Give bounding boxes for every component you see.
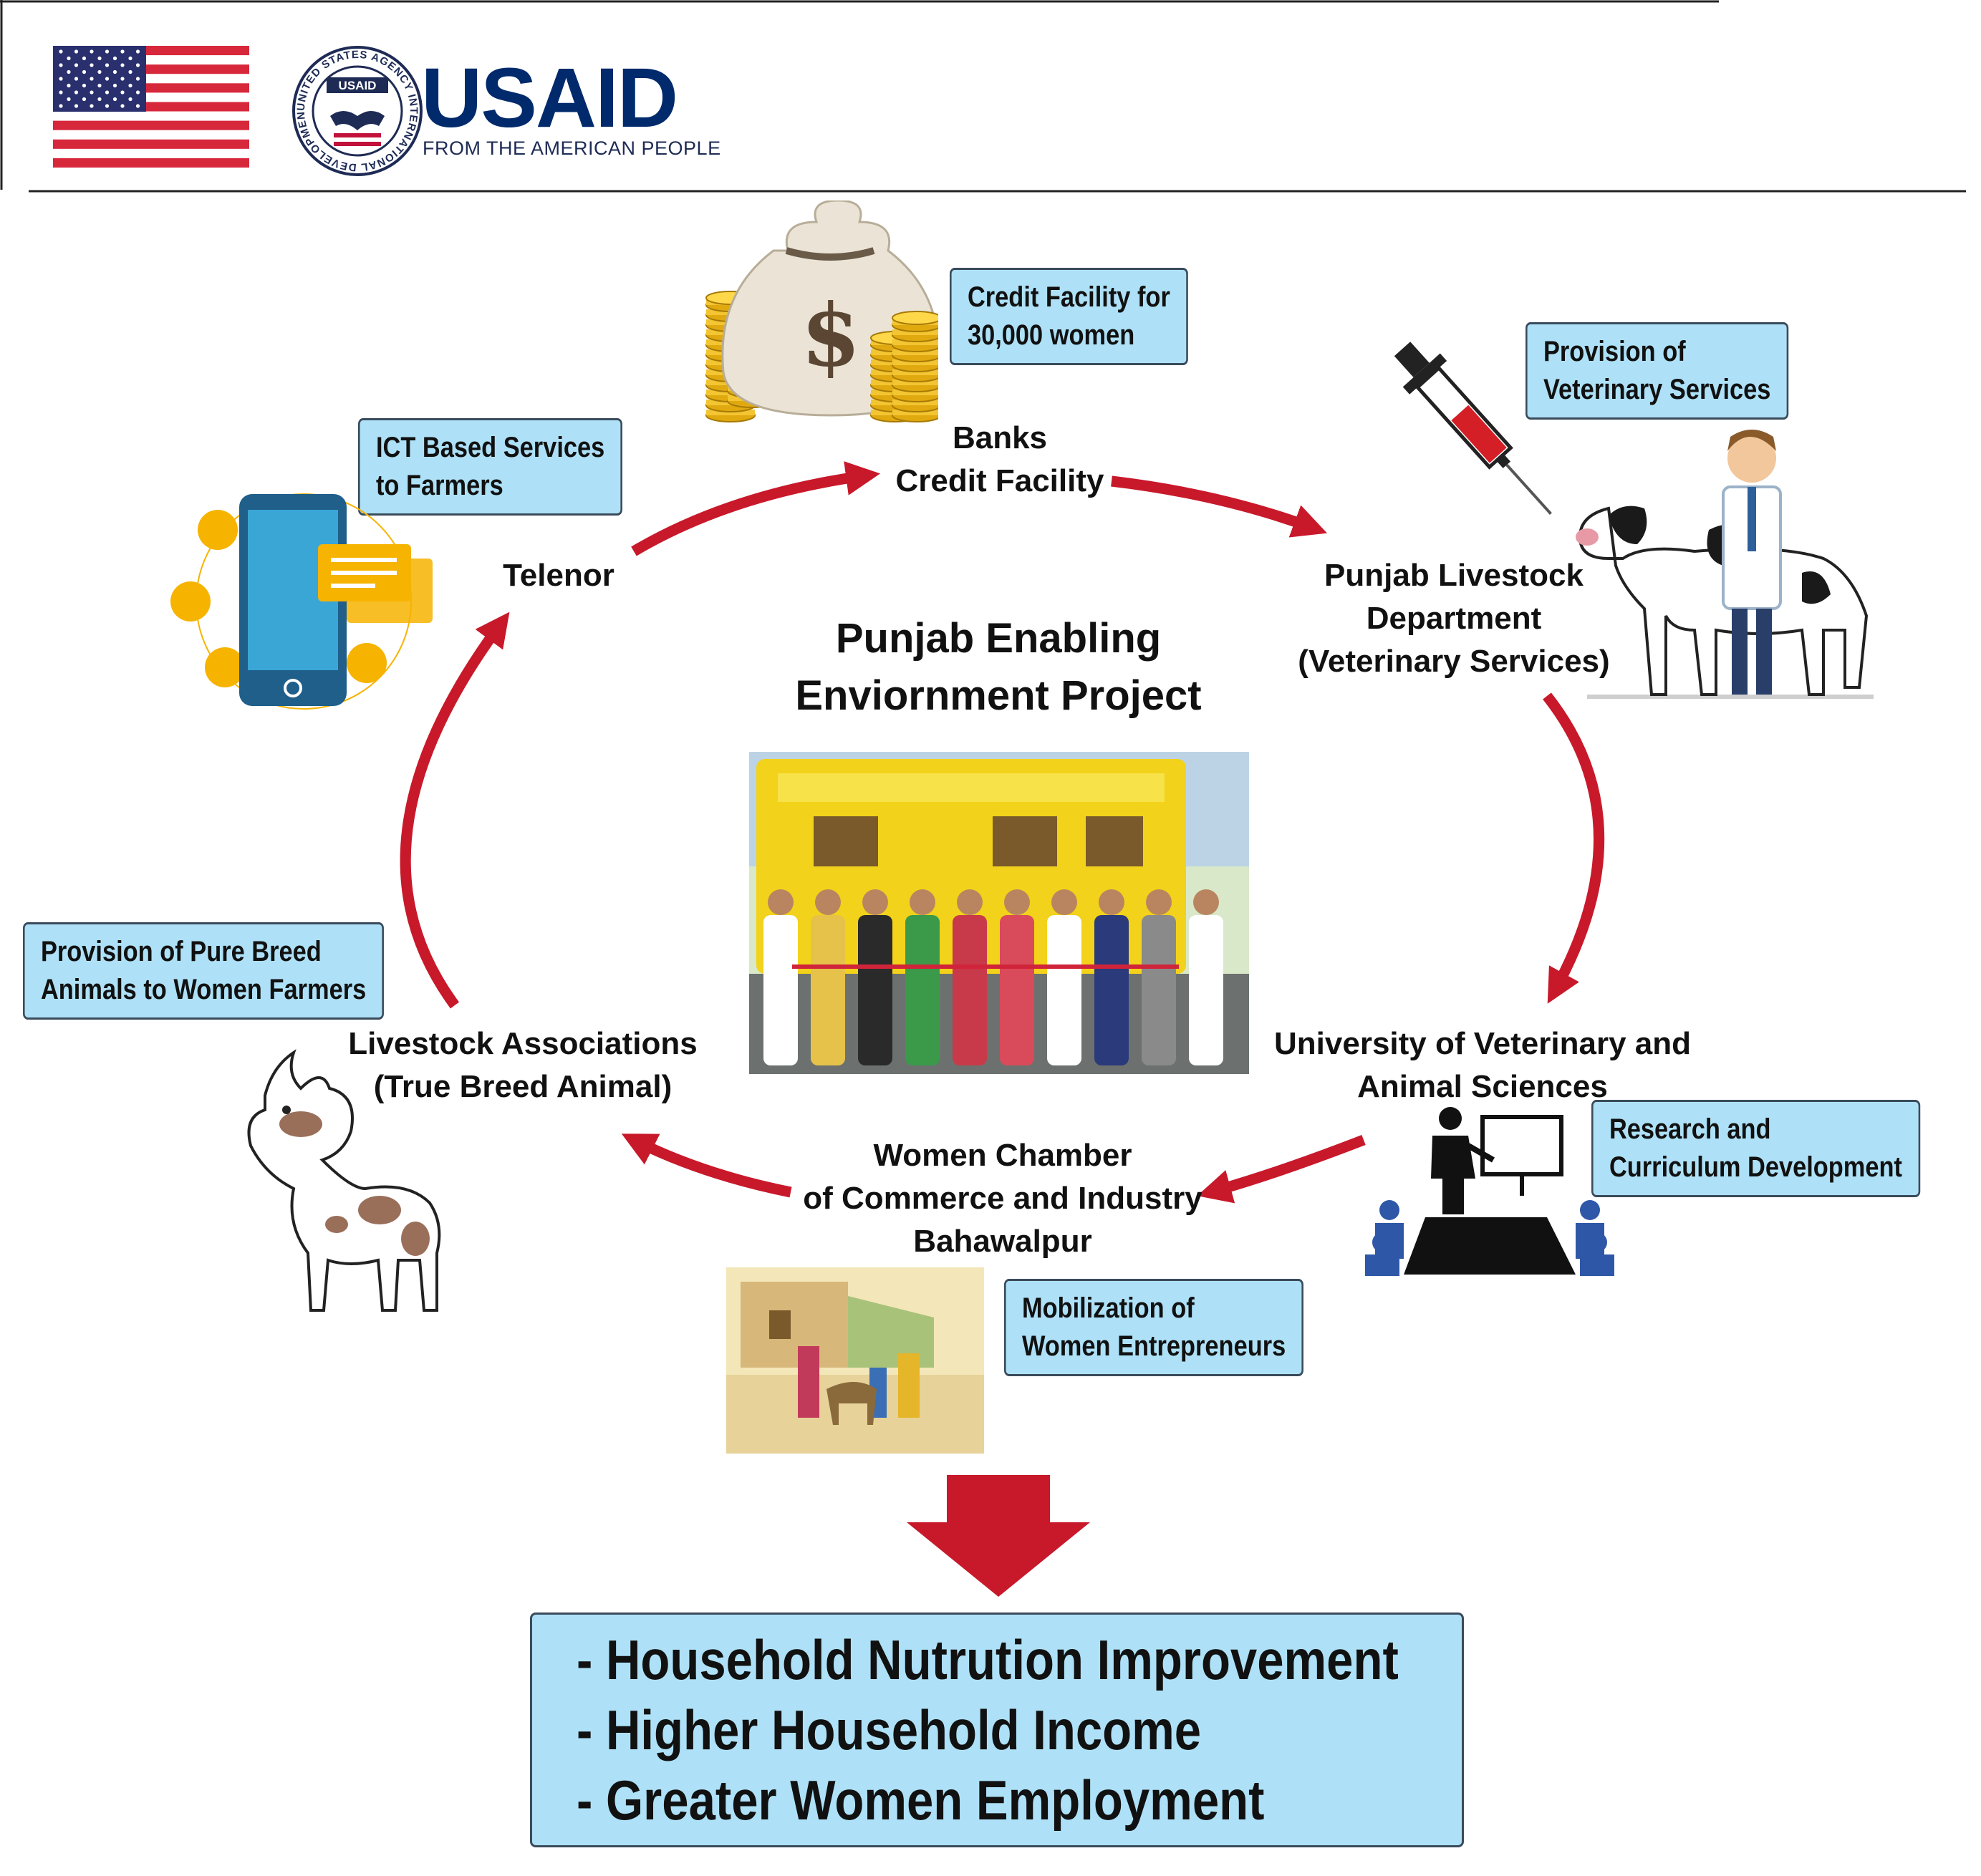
down-arrow: [907, 1475, 1090, 1597]
arrow-livestock-to-telenor: [400, 611, 510, 1009]
usaid-wordmark: USAID: [421, 56, 678, 140]
usaid-seal-icon: UNITED STATES AGENCY INTERNATIONAL DEVEL…: [291, 44, 423, 176]
outcome-item: - Higher Household Income: [577, 1698, 1202, 1761]
node-telenor: Telenor: [503, 558, 614, 593]
arrow-banks-to-punjab: [1111, 475, 1328, 538]
presentation-audience-icon: [1365, 1107, 1614, 1276]
vet-with-cow-icon: [1576, 430, 1874, 699]
village-painting: [726, 1267, 984, 1454]
arrow-chamber-to-livestock: [621, 1133, 792, 1198]
arrow-university-to-chamber: [1197, 1135, 1366, 1204]
money-bag-coins-icon: $: [705, 200, 938, 422]
usaid-tagline: FROM THE AMERICAN PEOPLE: [423, 137, 721, 159]
outcome-item: - Household Nutrution Improvement: [577, 1628, 1399, 1691]
header-rules: [0, 0, 1966, 193]
outcome-item: - Greater Women Employment: [577, 1769, 1265, 1832]
arrow-telenor-to-banks: [631, 461, 881, 556]
usaid-wordmark-text: USAID: [421, 51, 678, 145]
arrow-punjab-to-university: [1543, 692, 1604, 1004]
smartphone-chat-icon: [170, 493, 433, 710]
us-flag-icon: [53, 46, 249, 168]
goat-icon: [247, 1049, 441, 1312]
node-livestock-associations: Livestock Associations(True Breed Animal…: [348, 1026, 698, 1104]
outcomes-box: - Household Nutrution Improvement - High…: [530, 1613, 1464, 1847]
svg-text:$: $: [801, 285, 861, 386]
center-title: Punjab Enabling Enviornment Project: [795, 615, 1202, 719]
seal-badge-text: USAID: [339, 79, 377, 92]
syringe-icon: [1394, 342, 1552, 515]
ribbon-cutting-photo: [749, 752, 1249, 1074]
